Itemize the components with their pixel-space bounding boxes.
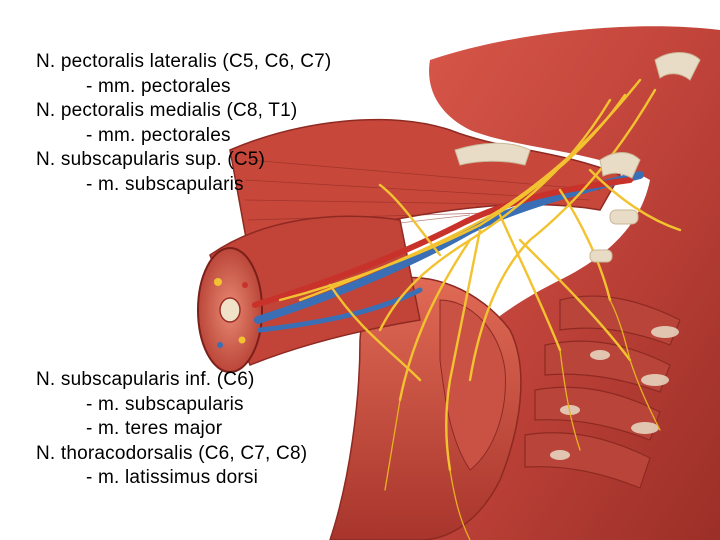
annotation-line: - m. teres major	[86, 418, 223, 439]
axillary-artery	[252, 177, 633, 308]
annotation-line: N. subscapularis inf. (C6)	[36, 369, 255, 390]
annotation-line: - m. subscapularis	[86, 393, 244, 415]
annotation-line: N. pectoralis lateralis (C5, C6, C7)	[36, 51, 332, 72]
annotation-line: N. pectoralis medialis (C8, T1)	[36, 100, 298, 121]
nerve-branches-fine	[384, 299, 661, 540]
tendons	[454, 52, 701, 263]
brachial-plexus-nerves	[278, 78, 682, 472]
annotation-line: - m. latissimus dorsi	[86, 467, 259, 488]
annotation-line: N. thoracodorsalis (C6, C7, C8)	[36, 442, 308, 464]
annotation-block-top: N. pectoralis lateralis (C5, C6, C7) - m…	[36, 50, 331, 197]
annotation-line: - mm. pectorales	[86, 124, 231, 146]
serratus-anterior	[524, 295, 681, 489]
cross-section-detail	[214, 278, 248, 348]
annotation-line: - mm. pectorales	[86, 75, 231, 97]
annotation-block-bottom: N. subscapularis inf. (C6) - m. subscapu…	[36, 368, 307, 491]
annotation-line: N. subscapularis sup. (C5)	[36, 149, 266, 170]
annotation-line: - m. subscapularis	[86, 173, 244, 195]
